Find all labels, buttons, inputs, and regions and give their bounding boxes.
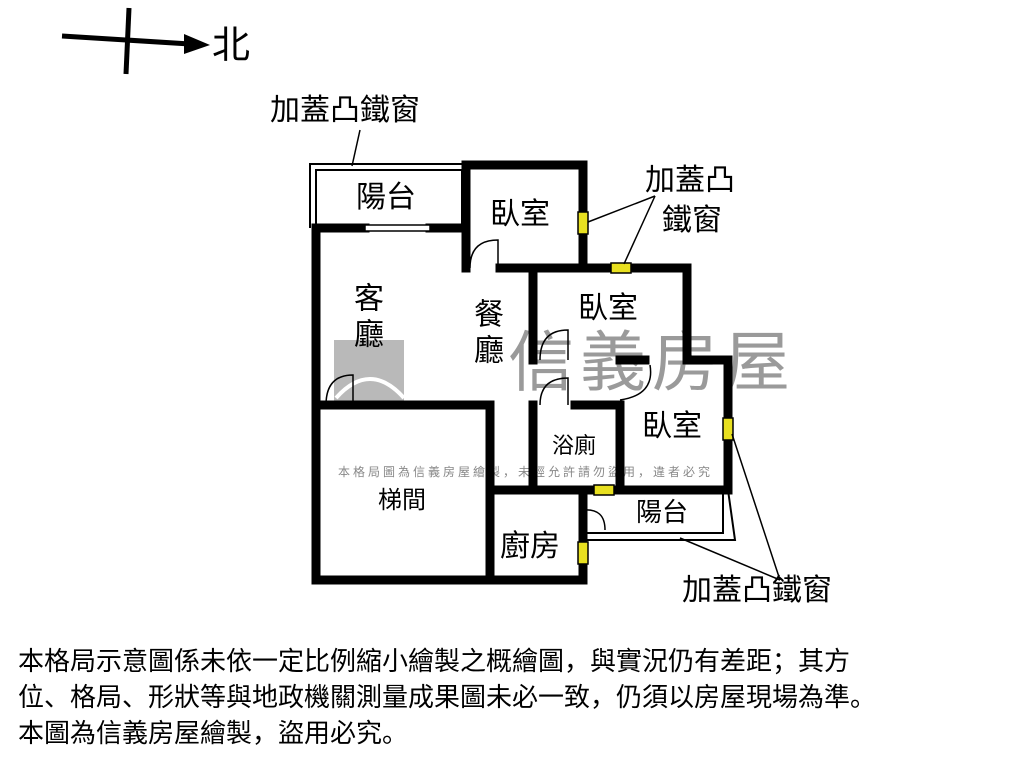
room-bedroom-1: 臥室 (490, 197, 550, 232)
room-kitchen: 廚房 (500, 529, 560, 564)
disclaimer-line: 本圖為信義房屋繪製，盜用必究。 (18, 719, 409, 749)
room-dining: 餐廳 (468, 298, 503, 370)
window-annotation-bottom: 加蓋凸鐵窗 (682, 573, 832, 608)
window-markers (577, 211, 734, 565)
room-stairwell: 梯間 (378, 486, 426, 514)
disclaimer-line: 本格局示意圖係未依一定比例縮小繪製之概繪圖，與實況仍有差距；其方 (18, 647, 851, 677)
compass-arrow (61, 7, 210, 75)
window-icon (610, 262, 632, 274)
window-icon (577, 541, 589, 565)
room-balcony-bottom: 陽台 (636, 498, 689, 528)
window-annotation-right-1: 加蓋凸 (645, 163, 735, 198)
window-icon (577, 211, 589, 235)
window-annotation-top: 加蓋凸鐵窗 (270, 93, 420, 128)
watermark-logo (334, 340, 406, 402)
window-icon (722, 417, 734, 441)
disclaimer-line: 位、格局、形狀等與地政機關測量成果圖未必一致，仍須以房屋現場為準。 (18, 683, 877, 713)
room-living: 客廳 (348, 282, 383, 354)
disclaimer: 本格局示意圖係未依一定比例縮小繪製之概繪圖，與實況仍有差距；其方 位、格局、形狀… (18, 644, 1018, 752)
room-balcony-top: 陽台 (356, 180, 416, 215)
room-bathroom: 浴廁 (552, 434, 597, 459)
leader-lines (351, 129, 781, 581)
window-annotation-right-2: 鐵窗 (662, 203, 722, 238)
thick-walls (311, 160, 733, 585)
room-bedroom-2: 臥室 (578, 291, 638, 326)
north-label: 北 (212, 23, 251, 67)
window-icon (593, 484, 615, 496)
door-arcs (325, 224, 652, 531)
room-bedroom-3: 臥室 (642, 409, 702, 444)
